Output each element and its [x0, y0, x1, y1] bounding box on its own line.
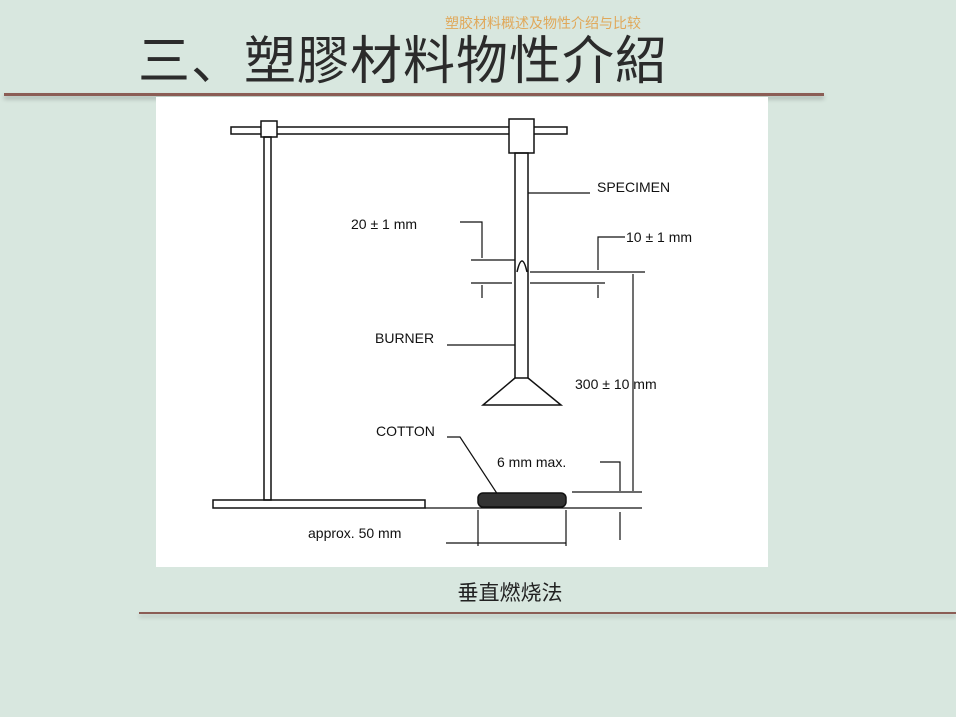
cotton: [477, 492, 567, 508]
label-dim-20: 20 ± 1 mm: [351, 216, 417, 232]
label-dim-300: 300 ± 10 mm: [575, 376, 657, 392]
caption-divider: [139, 612, 956, 614]
title-divider: [4, 93, 824, 96]
label-cotton: COTTON: [376, 423, 435, 439]
label-dim-6: 6 mm max.: [497, 454, 566, 470]
figure-caption: 垂直燃烧法: [457, 581, 563, 605]
label-dim-50: approx. 50 mm: [308, 525, 401, 541]
slide-title: 三、塑膠材料物性介紹: [138, 32, 669, 92]
label-specimen: SPECIMEN: [597, 179, 670, 195]
specimen-and-burner: [480, 152, 564, 406]
slide-subtitle: 塑胶材料概述及物性介绍与比较: [445, 16, 641, 32]
vertical-burn-test-diagram: SPECIMEN 20 ± 1 mm 10 ± 1 mm BURNER 300 …: [156, 97, 768, 567]
label-dim-10: 10 ± 1 mm: [626, 229, 692, 245]
diagram-labels: SPECIMEN 20 ± 1 mm 10 ± 1 mm BURNER 300 …: [308, 179, 692, 541]
dimension-lines: [425, 192, 645, 546]
label-burner: BURNER: [375, 330, 434, 346]
stand: [212, 118, 568, 509]
